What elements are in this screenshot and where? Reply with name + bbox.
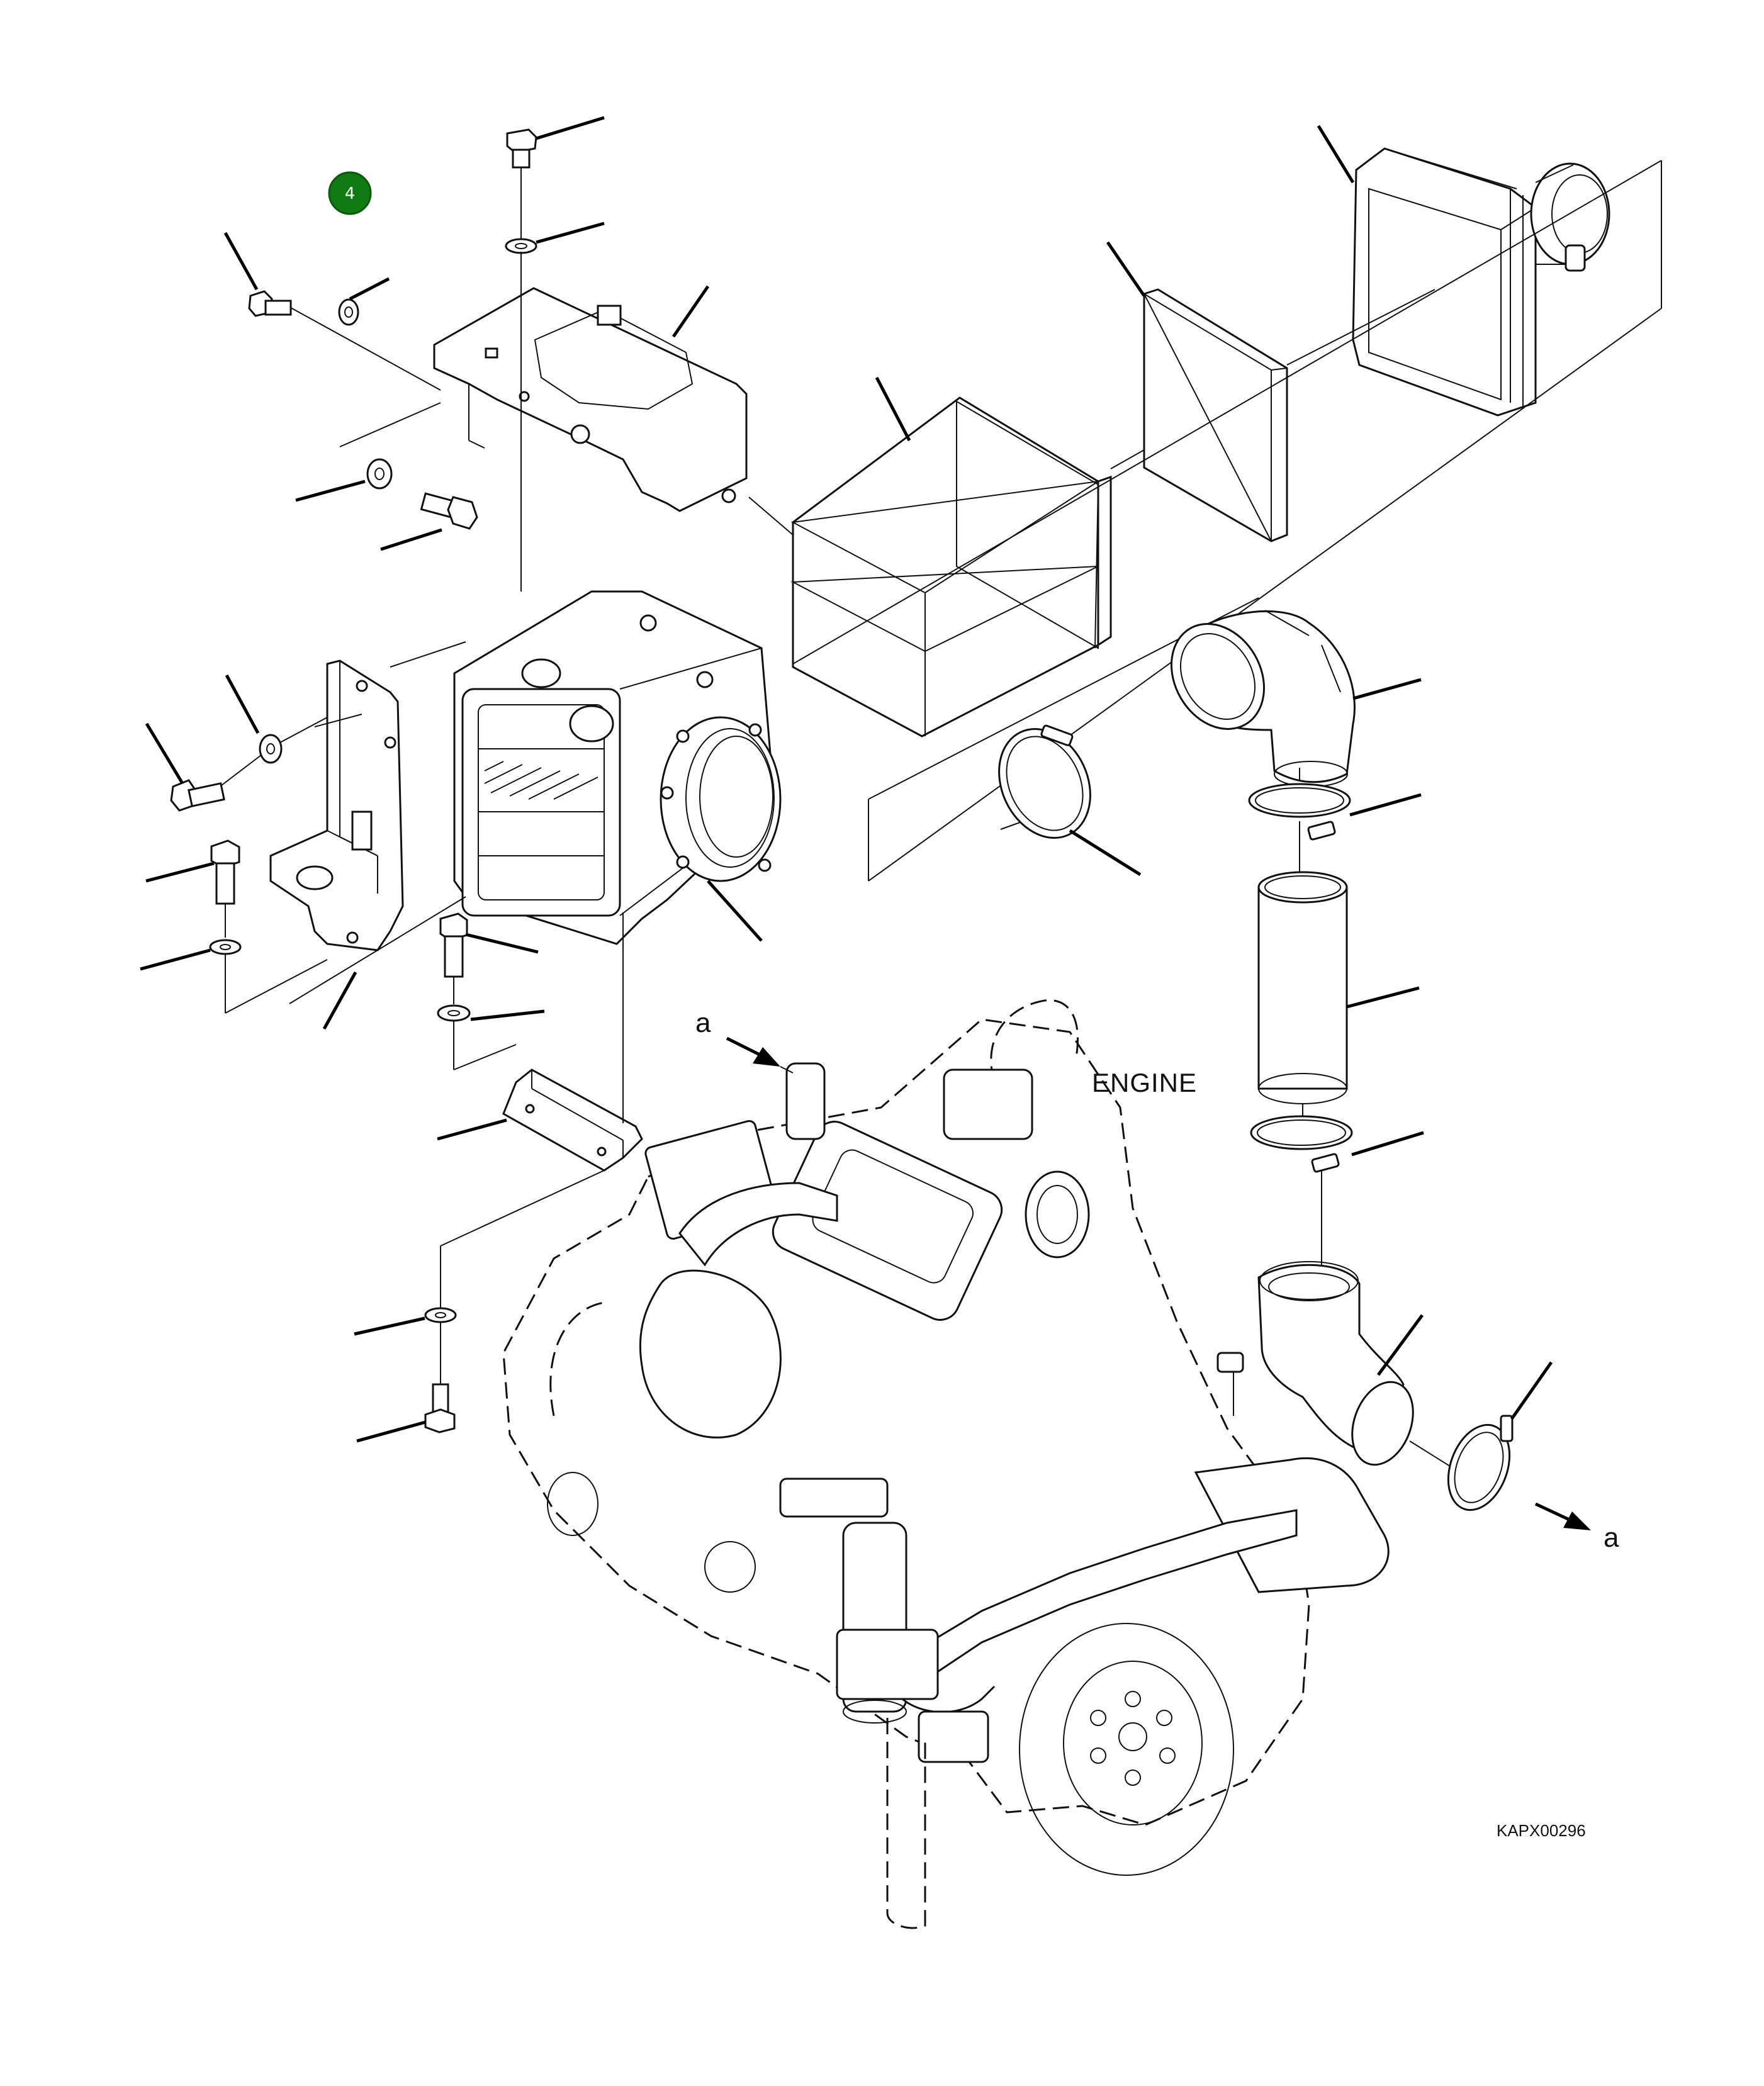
reference-arrow-bottom: a [1534, 1502, 1619, 1553]
leader-left-washer-middle[interactable] [225, 674, 260, 734]
drawing-code: KAPX00296 [1497, 1821, 1586, 1840]
left-washer-upper [338, 298, 359, 326]
arrow-label-bottom: a [1604, 1522, 1619, 1553]
leader-safety-element[interactable] [1106, 241, 1146, 297]
bottom-bolt [424, 1383, 456, 1433]
lower-bracket [440, 912, 643, 1309]
elbow-hose-upper [1170, 610, 1356, 787]
leader-elbow-upper[interactable] [1352, 678, 1422, 700]
leader-bracket-washer[interactable] [295, 479, 366, 502]
hose-clamp-lower-right [1447, 1415, 1514, 1511]
leader-bottom-washer[interactable] [354, 1316, 425, 1336]
hose-clamp-right-lower [1250, 1115, 1353, 1265]
engine-label: ENGINE [1092, 1068, 1197, 1097]
item-badge[interactable]: 4 [328, 171, 372, 215]
leader-center-washer[interactable] [470, 1009, 545, 1021]
item-badge-number: 4 [345, 184, 356, 203]
engine-assembly [502, 999, 1390, 1929]
left-bolt-upper [248, 290, 441, 391]
leader-elbow-lower[interactable] [1376, 1314, 1424, 1376]
leader-primary-element[interactable] [875, 376, 911, 442]
leader-left-washer-lower[interactable] [140, 948, 211, 971]
upper-bracket [433, 287, 748, 512]
leader-upper-bracket[interactable] [671, 285, 710, 338]
leader-hose-clamp-left[interactable] [1069, 829, 1142, 877]
leader-lower-bracket[interactable] [437, 1118, 507, 1141]
leader-mounting-bracket[interactable] [322, 971, 357, 1030]
center-washer [437, 1004, 517, 1070]
leader-intake-pipe[interactable] [1346, 986, 1420, 1009]
leader-air-cleaner-body[interactable] [707, 880, 763, 942]
leader-left-bolt-middle[interactable] [145, 722, 184, 785]
center-bolt [439, 912, 468, 1004]
elbow-hose-lower [1257, 1261, 1461, 1473]
left-washer-middle [221, 717, 328, 786]
primary-element [790, 396, 1112, 737]
leader-clamp-right-upper[interactable] [1349, 793, 1422, 817]
intake-pipe [1257, 871, 1348, 1120]
callout-leaders [140, 116, 1553, 1443]
top-washer [505, 238, 537, 254]
leader-cover[interactable] [1317, 125, 1355, 184]
hose-clamp-right-upper [1248, 768, 1351, 878]
bracket-washer [366, 458, 393, 490]
leader-top-bolt[interactable] [536, 116, 605, 140]
leader-center-bolt[interactable] [465, 933, 539, 954]
mounting-bracket [269, 659, 404, 951]
leader-clamp-lower-right[interactable] [1510, 1361, 1553, 1420]
leader-top-washer[interactable] [536, 221, 605, 244]
leader-bracket-bolt[interactable] [380, 528, 442, 551]
left-bolt-middle [170, 779, 225, 812]
bottom-washer [424, 1307, 457, 1384]
leader-left-bolt-upper[interactable] [223, 232, 259, 291]
screen-hatch [484, 761, 598, 800]
left-bolt-lower [210, 839, 240, 938]
safety-element [1142, 288, 1288, 542]
left-washer-lower [209, 939, 328, 1014]
hose-clamp-left [998, 724, 1091, 839]
leader-left-washer-upper[interactable] [349, 277, 390, 301]
leader-left-bolt-lower[interactable] [145, 861, 215, 883]
reference-arrow-top: a [695, 1007, 794, 1074]
leader-bottom-bolt[interactable] [356, 1420, 426, 1443]
bracket-bolt [420, 492, 478, 530]
arrow-label-top: a [695, 1007, 711, 1038]
leader-clamp-right-lower[interactable] [1351, 1131, 1424, 1157]
top-bolt [506, 128, 537, 239]
air-cleaner-cover [1352, 147, 1610, 417]
air-cleaner-body [453, 252, 782, 945]
